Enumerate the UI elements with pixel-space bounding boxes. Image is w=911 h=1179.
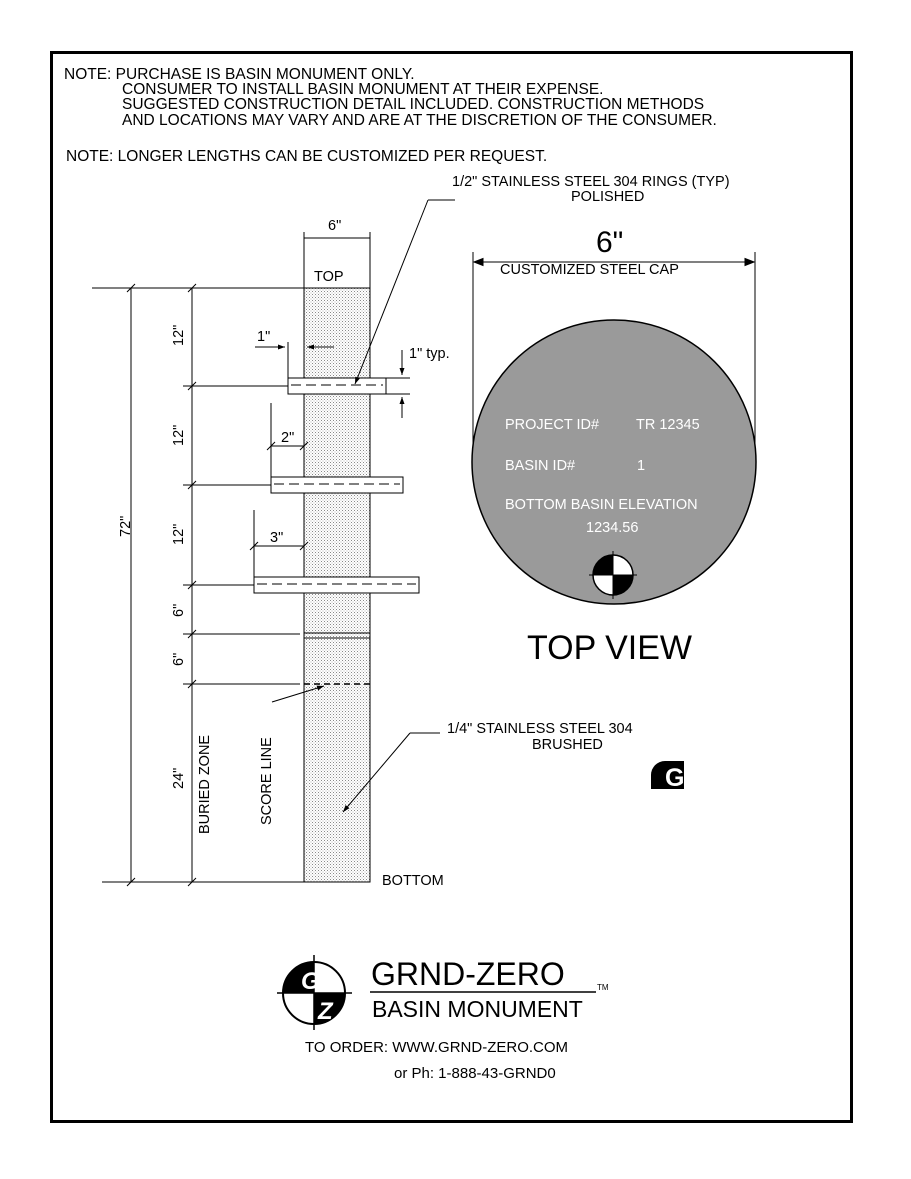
segment-2-label: 12" (171, 424, 187, 446)
score-line-leader (271, 685, 325, 703)
bottom-elevation-label: BOTTOM BASIN ELEVATION (505, 497, 698, 513)
bottom-label: BOTTOM (382, 873, 444, 889)
small-g-logo-icon (651, 761, 684, 789)
ring-3 (253, 576, 420, 594)
brand-logo-letter-g: G (301, 968, 320, 995)
ring-thickness-dimension (386, 350, 410, 418)
small-g-logo-letter: G (665, 764, 684, 792)
material-leader (342, 732, 440, 813)
cap-label: CUSTOMIZED STEEL CAP (500, 262, 679, 278)
brand-logo-icon (277, 955, 352, 1030)
note-purchase-line-4: AND LOCATIONS MAY VARY AND ARE AT THE DI… (122, 112, 717, 129)
total-height-label: 72" (118, 515, 134, 537)
ring-1-offset-dimension (255, 342, 334, 378)
order-phone: or Ph: 1-888-43-GRND0 (394, 1065, 556, 1082)
ring-2 (270, 476, 404, 494)
post-width-label: 6" (328, 218, 342, 234)
top-view-title: TOP VIEW (527, 629, 693, 667)
bottom-elevation-value: 1234.56 (586, 520, 639, 536)
note-purchase-line-1: NOTE: PURCHASE IS BASIN MONUMENT ONLY. (64, 66, 415, 83)
note-purchase-line-3: SUGGESTED CONSTRUCTION DETAIL INCLUDED. … (122, 96, 705, 113)
ring-1 (287, 377, 387, 395)
segment-4-label: 6" (171, 603, 187, 617)
cap-dimension-label: 6" (596, 226, 624, 259)
segment-dimension (187, 283, 197, 887)
note-purchase-line-2: CONSUMER TO INSTALL BASIN MONUMENT AT TH… (122, 81, 604, 98)
ring-2-offset-label: 2" (281, 430, 295, 446)
ring-3-offset-label: 3" (270, 530, 284, 546)
extension-lines (92, 287, 304, 883)
post-width-dimension (303, 232, 371, 288)
cap-dimension (472, 252, 756, 462)
score-line-label: SCORE LINE (259, 737, 275, 825)
material-callout-line-1: 1/4" STAINLESS STEEL 304 (447, 721, 633, 737)
cap-logo-icon (589, 551, 637, 599)
rings-leader (354, 199, 455, 385)
brand-name: GRND-ZERO (371, 956, 565, 992)
basin-id-value: 1 (637, 458, 646, 474)
steel-cap-circle (471, 319, 757, 605)
project-id-label: PROJECT ID# (505, 417, 600, 433)
rings-callout-line-2: POLISHED (571, 189, 645, 205)
total-height-dimension (126, 283, 136, 887)
ring-2-offset-dimension (266, 403, 309, 477)
segment-3-label: 12" (171, 523, 187, 545)
note-longer-lengths: NOTE: LONGER LENGTHS CAN BE CUSTOMIZED P… (66, 148, 548, 165)
brand-trademark: TM (597, 983, 609, 992)
material-callout-line-2: BRUSHED (532, 737, 603, 753)
ring-3-offset-dimension (249, 510, 309, 577)
buried-zone-label: BURIED ZONE (197, 734, 213, 834)
brand-product: BASIN MONUMENT (372, 996, 583, 1022)
drawing-frame (50, 51, 853, 1123)
project-id-value: TR 12345 (636, 417, 700, 433)
order-website: TO ORDER: WWW.GRND-ZERO.COM (305, 1039, 569, 1056)
ring-thickness-label: 1" typ. (409, 346, 450, 362)
top-label: TOP (314, 269, 344, 285)
segment-6-label: 24" (171, 767, 187, 789)
rings-callout-line-1: 1/2" STAINLESS STEEL 304 RINGS (TYP) (452, 174, 730, 190)
segment-1-label: 12" (171, 324, 187, 346)
brand-logo-letter-z: Z (317, 998, 334, 1025)
ring-1-offset-label: 1" (257, 329, 271, 345)
basin-id-label: BASIN ID# (505, 458, 576, 474)
segment-5-label: 6" (171, 652, 187, 666)
